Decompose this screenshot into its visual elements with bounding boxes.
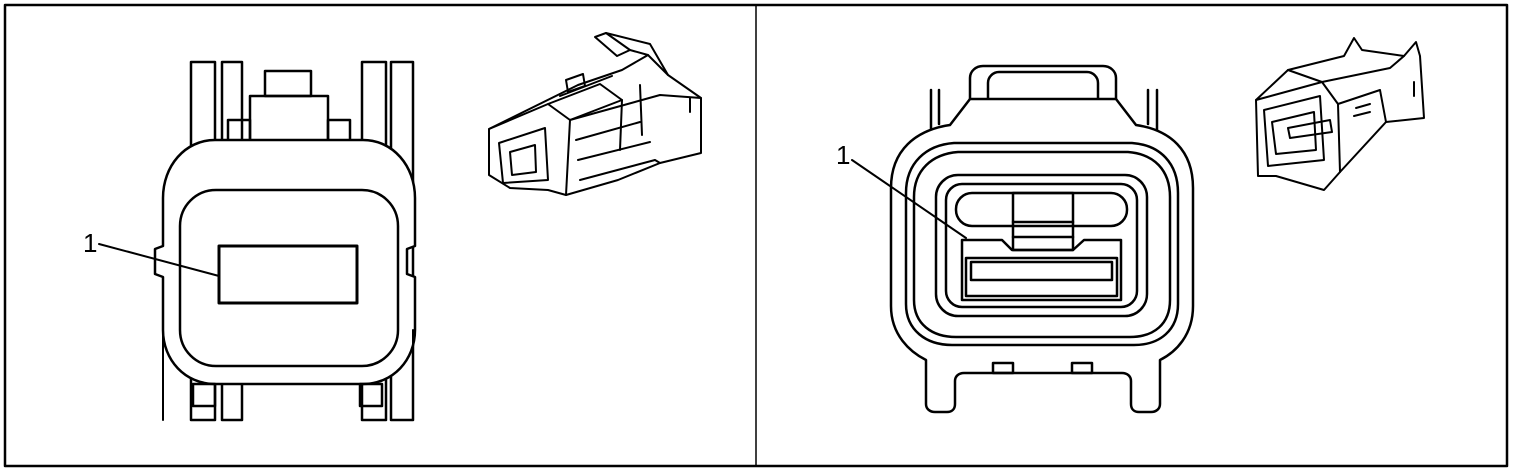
left-callout-number: 1 [83, 228, 97, 258]
right-connector-isometric-icon [1255, 37, 1425, 191]
right-callout: 1 [836, 140, 967, 239]
left-connector-front-view-icon [153, 60, 417, 422]
left-panel: 1 [83, 32, 702, 422]
left-connector-isometric-icon [488, 32, 702, 196]
right-connector-front-view-icon [889, 64, 1195, 414]
right-callout-number: 1 [836, 140, 850, 170]
right-panel: 1 [836, 37, 1425, 414]
left-callout: 1 [83, 228, 220, 277]
